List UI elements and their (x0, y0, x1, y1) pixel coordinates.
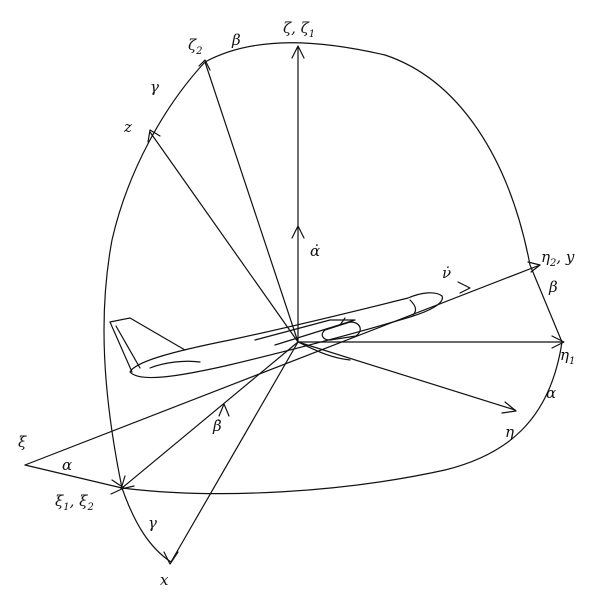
label-alpha-left: α (62, 456, 72, 474)
axis-x (170, 341, 299, 563)
axes (24, 47, 563, 563)
aircraft-tail-fin (109, 317, 186, 373)
aircraft-tail-inner (115, 325, 141, 369)
label-xi: ξ (18, 433, 27, 451)
arrow-zeta2 (198, 59, 211, 71)
aircraft (109, 292, 443, 379)
axis-xi12 (121, 341, 299, 489)
label-eta: η (505, 423, 514, 441)
arc-bottom (121, 341, 563, 495)
label-alpha-right: α (546, 384, 556, 402)
label-x: x (160, 571, 169, 589)
label-nu-dot: ν̇ (442, 264, 451, 282)
arrow-zeta (291, 45, 305, 59)
label-zeta-zeta1: ζ, ζ1 (283, 19, 315, 40)
label-z: z (123, 118, 132, 136)
arrow-x (163, 551, 179, 565)
arrow-z (147, 129, 161, 143)
aircraft-cockpit (409, 299, 417, 316)
arrow-eta1 (551, 335, 565, 349)
arc-top-right (204, 42, 563, 343)
arrow-xi-rim (110, 479, 125, 495)
axis-z (149, 131, 299, 343)
label-zeta2: ζ2 (188, 36, 203, 57)
arc-left-rim (24, 464, 123, 489)
label-gamma-bottom: γ (148, 514, 157, 532)
label-gamma-top: γ (150, 78, 159, 96)
aircraft-fuselage (129, 292, 443, 379)
label-beta-dot: β̇ (212, 417, 222, 435)
axis-eta2-y (24, 264, 541, 466)
aircraft-pylon (339, 317, 346, 326)
arc-left-upper (103, 61, 206, 489)
aircraft-window-stripe (149, 360, 201, 369)
arrow-beta-dot (218, 403, 230, 417)
label-xi1-xi2: ξ1, ξ2 (55, 492, 94, 513)
axis-eta (297, 341, 516, 411)
label-eta2-y: η2, y (541, 248, 575, 269)
aircraft-wing-far (254, 319, 356, 346)
label-eta1: η1 (560, 346, 575, 367)
arrow-eta2-y (527, 261, 541, 273)
label-beta-top: β (231, 31, 241, 49)
arc-left-lower (121, 487, 172, 563)
arrow-nu-dot (457, 281, 471, 294)
arrow-eta (501, 401, 517, 414)
arrowheads (110, 45, 565, 565)
label-beta-right: β (548, 278, 558, 296)
label-alpha-dot: α̇ (310, 242, 320, 260)
labels: ζ, ζ1 ζ2 β γ z α̇ ν̇ η2, y β η1 α η β̇ ξ… (18, 19, 575, 589)
aircraft-engine (321, 321, 361, 341)
arrow-alpha-dot (291, 225, 305, 239)
axis-zeta2 (204, 61, 299, 343)
aircraft-wing-near (297, 341, 351, 361)
